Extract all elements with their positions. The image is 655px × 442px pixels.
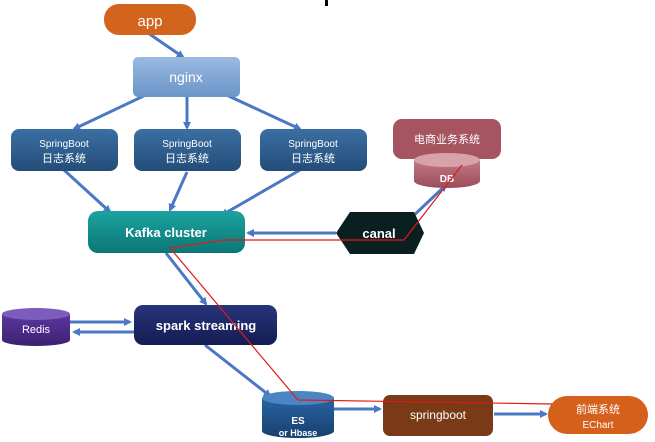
node-springboot-log-1-line2: 日志系统 [42, 152, 86, 165]
node-ecommerce-system: 电商业务系统 [393, 119, 501, 159]
arrow-springboot-1-to-kafka [62, 168, 112, 214]
node-springboot-log-3: SpringBoot 日志系统 [260, 129, 367, 171]
node-nginx: nginx [133, 57, 240, 97]
node-es-line2: or Hbase [279, 428, 318, 438]
node-canal: canal [336, 212, 424, 254]
arrow-spark-to-es [204, 343, 272, 398]
node-springboot-log-3-line2: 日志系统 [291, 152, 335, 165]
node-springboot-log-2-line2: 日志系统 [165, 152, 209, 165]
node-frontend-echart: 前端系统 EChart [548, 396, 648, 434]
arrows [62, 31, 548, 418]
node-spark-label: spark streaming [156, 318, 256, 333]
node-springboot-log-1: SpringBoot 日志系统 [11, 129, 118, 171]
top-marker [325, 0, 328, 6]
node-springboot-log-3-line1: SpringBoot [288, 139, 338, 150]
node-app-label: app [137, 13, 162, 30]
node-canal-label: canal [362, 226, 395, 241]
node-kafka-label: Kafka cluster [125, 225, 207, 240]
node-spark-streaming: spark streaming [134, 305, 277, 345]
arrow-canal-to-db [408, 183, 448, 221]
node-springboot-label: springboot [410, 408, 467, 422]
node-springboot-log-2: SpringBoot 日志系统 [134, 129, 241, 171]
node-redis: Redis [2, 308, 70, 346]
node-frontend-line2: EChart [582, 420, 613, 431]
node-nginx-label: nginx [169, 69, 202, 85]
node-springboot-log-1-line1: SpringBoot [39, 139, 89, 150]
arrow-nginx-to-springboot-3 [219, 90, 302, 131]
red-data-flow-line [168, 164, 553, 405]
node-frontend-line1: 前端系统 [576, 402, 620, 416]
node-redis-label: Redis [22, 324, 51, 336]
arrow-kafka-to-spark [164, 252, 208, 306]
node-app: app [104, 4, 196, 35]
arrow-nginx-to-springboot-1 [72, 90, 153, 131]
node-springboot-log-2-line1: SpringBoot [162, 139, 212, 150]
node-es-hbase: ES or Hbase [262, 391, 334, 438]
arrow-app-to-nginx [147, 31, 185, 59]
node-db-label: DB [440, 174, 454, 185]
arrow-springboot-3-to-kafka [220, 168, 301, 217]
node-springboot-service: springboot [383, 395, 493, 436]
node-kafka-cluster: Kafka cluster [88, 211, 245, 253]
node-db: DB [414, 153, 480, 188]
arrow-springboot-2-to-kafka [168, 171, 189, 212]
node-ecommerce-label: 电商业务系统 [414, 132, 480, 146]
node-es-line1: ES [291, 416, 305, 427]
